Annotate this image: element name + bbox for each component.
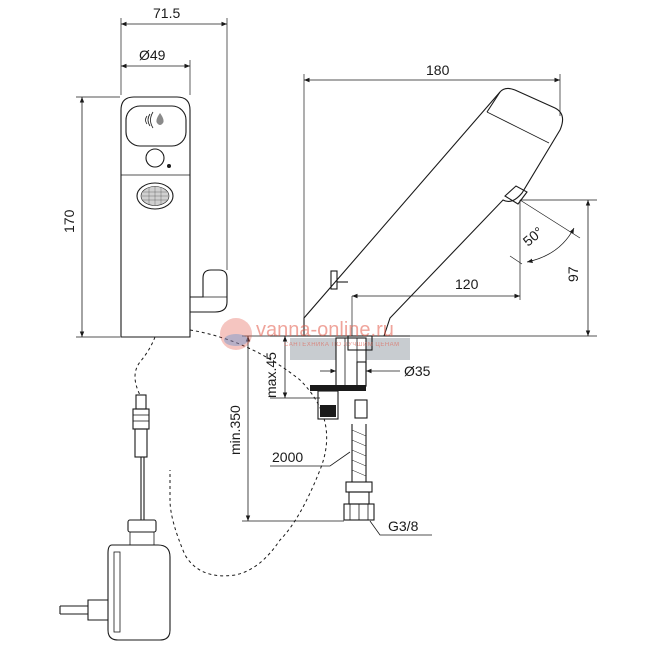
watermark-logo-icon xyxy=(220,318,252,350)
spout-outlet xyxy=(504,185,528,205)
cable-connector xyxy=(132,408,150,430)
dim-connection-thread: G3/8 xyxy=(388,518,419,534)
dim-spout-reach: 180 xyxy=(426,62,450,78)
cable-dashed-right xyxy=(169,329,328,577)
watermark-tagline: САНТЕХНИКА ПО ЛУЧШИМ ЦЕНАМ xyxy=(284,342,400,348)
fixing-nut xyxy=(317,390,339,420)
watermark-site: vanna-online.ru xyxy=(256,319,394,341)
power-adapter xyxy=(107,544,171,641)
dim-hole-diameter: Ø35 xyxy=(404,363,431,379)
dim-cable-length: 2000 xyxy=(272,449,303,465)
dim-outlet-offset: 120 xyxy=(455,276,479,292)
indicator-button xyxy=(145,148,165,168)
dim-outlet-height: 97 xyxy=(565,266,581,282)
side-lever xyxy=(190,269,228,313)
dim-hose-min-length: min.350 xyxy=(227,405,243,455)
dim-spout-angle: 50° xyxy=(520,223,547,249)
dim-arc-angle xyxy=(526,227,575,264)
leader-cable-length xyxy=(270,451,351,467)
faucet-body-front xyxy=(120,96,191,338)
inlet-coupling xyxy=(347,335,373,351)
hose-nut-upper xyxy=(345,481,373,493)
front-view: 71.5 Ø49 170 xyxy=(61,5,228,338)
lock-nut-washer xyxy=(310,385,366,391)
side-view: 180 97 120 50° xyxy=(227,62,597,536)
adapter-plug xyxy=(87,599,108,621)
dim-total-height: 170 xyxy=(61,209,77,233)
cable-dashed-top xyxy=(134,336,156,396)
side-view-lever xyxy=(330,270,338,290)
aerator xyxy=(136,182,174,210)
cable-connector-tip xyxy=(135,394,147,410)
watermark: vanna-online.ru САНТЕХНИКА ПО ЛУЧШИМ ЦЕН… xyxy=(220,318,400,350)
sensor-window xyxy=(125,105,187,147)
spout-body-side xyxy=(303,87,564,337)
power-supply-assembly xyxy=(59,329,328,641)
water-drop-signal-icon xyxy=(145,111,164,129)
dim-counter-thickness: max.45 xyxy=(263,352,279,398)
counter-section-left xyxy=(290,338,336,360)
dim-diameter-top: Ø49 xyxy=(139,47,166,63)
leader-thread xyxy=(369,520,432,536)
counter-section-right xyxy=(366,338,410,360)
dim-total-depth: 71.5 xyxy=(153,5,180,21)
